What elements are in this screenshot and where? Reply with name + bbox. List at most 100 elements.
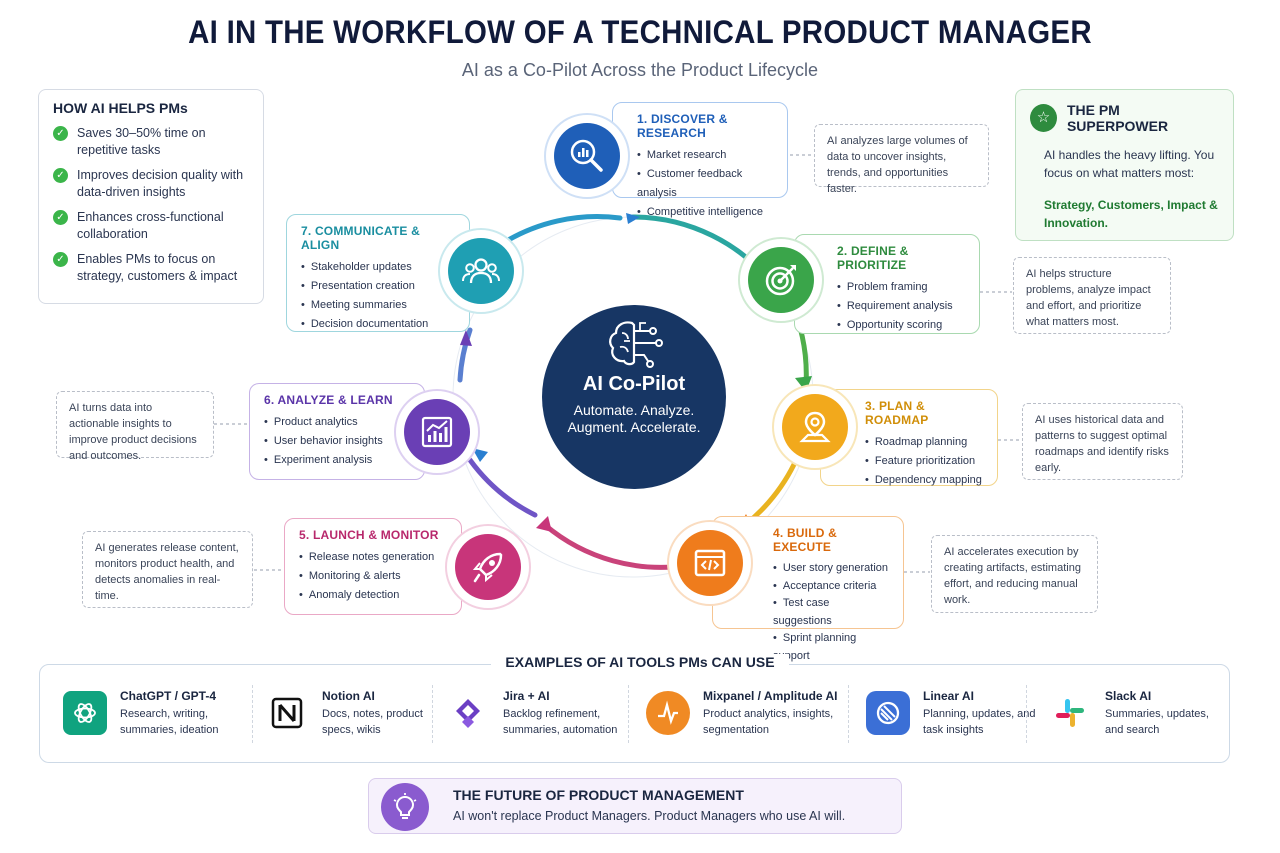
stage-note-plan: AI uses historical data and patterns to … — [1022, 403, 1183, 480]
stage-node-build — [667, 520, 753, 606]
stage-item: Roadmap planning — [865, 433, 983, 452]
stage-node-discover — [544, 113, 630, 199]
bar-chart-icon — [421, 416, 453, 448]
map-pin-icon — [799, 411, 831, 443]
stage-item: Monitoring & alerts — [299, 567, 447, 586]
check-icon: ✓ — [53, 126, 68, 141]
stage-node-define — [738, 237, 824, 323]
code-window-icon — [694, 549, 726, 577]
tool-mixpanel: Mixpanel / Amplitude AI Product analytics… — [646, 689, 856, 745]
check-icon: ✓ — [53, 168, 68, 183]
hub-tagline: Automate. Analyze. Augment. Accelerate. — [567, 402, 701, 435]
tool-name: Notion AI — [322, 689, 375, 703]
linear-logo-icon — [866, 691, 910, 735]
page-subtitle: AI as a Co-Pilot Across the Product Life… — [461, 60, 819, 80]
superpower-title: THE PM SUPERPOWER — [1066, 102, 1169, 134]
stage-title: 6. ANALYZE & LEARN — [264, 393, 393, 407]
help-item: ✓Enables PMs to focus on strategy, custo… — [53, 251, 249, 285]
slack-logo-icon — [1048, 691, 1092, 735]
stage-title: 3. PLAN & ROADMAP — [865, 399, 929, 427]
stage-item: Opportunity scoring — [837, 316, 965, 335]
stage-title: 4. BUILD & EXECUTE — [773, 526, 838, 554]
stage-node-plan — [772, 384, 858, 470]
stage-note-build: AI accelerates execution by creating art… — [931, 535, 1098, 613]
people-icon — [462, 258, 500, 284]
brain-circuit-icon — [609, 321, 663, 368]
stage-item: User behavior insights — [264, 432, 410, 451]
tool-name: Linear AI — [923, 689, 974, 703]
how-ai-helps-panel: HOW AI HELPS PMs ✓Saves 30–50% time on r… — [38, 89, 264, 304]
tool-jira: Jira + AI Backlog refinement, summaries, … — [446, 689, 636, 745]
stage-card-discover: 1. DISCOVER & RESEARCH Market research C… — [612, 102, 788, 218]
stage-item: Decision documentation — [301, 315, 455, 334]
stage-item: User story generation — [773, 560, 889, 578]
target-icon — [765, 265, 796, 296]
tool-linear: Linear AI Planning, updates, and task ins… — [866, 689, 1036, 745]
tool-desc: Backlog refinement, summaries, automatio… — [503, 708, 618, 736]
tool-desc: Research, writing, summaries, ideation — [120, 708, 219, 736]
check-icon: ✓ — [53, 252, 68, 267]
stage-title: 1. DISCOVER & RESEARCH — [637, 112, 728, 140]
stage-item: Product analytics — [264, 413, 410, 432]
stage-note-analyze: AI turns data into actionable insights t… — [56, 391, 214, 462]
rocket-icon — [472, 552, 503, 583]
help-item: ✓Improves decision quality with data-dri… — [53, 167, 249, 201]
stage-item: Acceptance criteria — [773, 578, 889, 596]
stage-item: Customer feedback analysis — [637, 165, 773, 203]
magnifier-chart-icon — [570, 139, 603, 172]
tools-title: EXAMPLES OF AI TOOLS PMs CAN USE — [0, 654, 1280, 670]
tool-name: Mixpanel / Amplitude AI — [703, 689, 838, 703]
stage-card-define: 2. DEFINE & PRIORITIZE Problem framing R… — [794, 234, 980, 334]
hub-title: AI Co-Pilot — [582, 373, 686, 395]
tool-desc: Planning, updates, and task insights — [923, 708, 1036, 736]
help-item: ✓Enhances cross-functional collaboration — [53, 209, 249, 243]
future-banner: THE FUTURE OF PRODUCT MANAGEMENT AI won'… — [368, 778, 902, 834]
stage-item: Requirement analysis — [837, 297, 965, 316]
stage-item: Release notes generation — [299, 548, 447, 567]
tool-name: ChatGPT / GPT-4 — [120, 689, 217, 703]
stage-node-communicate — [438, 228, 524, 314]
stage-note-launch: AI generates release content, monitors p… — [82, 531, 253, 608]
tool-name: Slack AI — [1105, 689, 1152, 703]
stage-item: Anomaly detection — [299, 586, 447, 605]
jira-logo-icon — [446, 691, 490, 735]
pm-superpower-panel: ☆ THE PM SUPERPOWER AI handles the heavy… — [1015, 89, 1234, 241]
lightbulb-icon — [381, 783, 429, 831]
superpower-highlight: Strategy, Customers, Impact & Innovation… — [1044, 198, 1218, 230]
tool-desc: Summaries, updates, and search — [1105, 708, 1209, 736]
how-ai-helps-title: HOW AI HELPS PMs — [53, 100, 188, 116]
page-title: AI IN THE WORKFLOW OF A TECHNICAL PRODUC… — [188, 14, 1092, 50]
ai-copilot-hub: AI Co-Pilot Automate. Analyze. Augment. … — [542, 305, 726, 489]
stage-item: Feature prioritization — [865, 452, 983, 471]
amplitude-logo-icon — [646, 691, 690, 735]
notion-logo-icon — [265, 691, 309, 735]
stage-item: Experiment analysis — [264, 451, 410, 470]
stage-item: Meeting summaries — [301, 296, 455, 315]
stage-title: 7. COMMUNICATE & ALIGN — [301, 224, 420, 252]
superpower-text: AI handles the heavy lifting. You focus … — [1044, 148, 1215, 180]
stage-note-discover: AI analyzes large volumes of data to unc… — [814, 124, 989, 195]
stage-note-define: AI helps structure problems, analyze imp… — [1013, 257, 1171, 334]
stage-item: Market research — [637, 146, 773, 165]
stage-item: Presentation creation — [301, 277, 455, 296]
tool-slack: Slack AI Summaries, updates, and search — [1048, 689, 1224, 745]
stage-title: 2. DEFINE & PRIORITIZE — [837, 244, 909, 272]
stage-item: Problem framing — [837, 278, 965, 297]
help-item: ✓Saves 30–50% time on repetitive tasks — [53, 125, 249, 159]
stage-item: Dependency mapping — [865, 471, 983, 490]
future-title: THE FUTURE OF PRODUCT MANAGEMENT — [453, 787, 744, 803]
stage-card-launch: 5. LAUNCH & MONITOR Release notes genera… — [284, 518, 462, 615]
stage-item: Stakeholder updates — [301, 258, 455, 277]
chatgpt-logo-icon — [63, 691, 107, 735]
tool-desc: Product analytics, insights, segmentatio… — [703, 708, 834, 736]
star-icon: ☆ — [1030, 104, 1057, 132]
stage-item: Competitive intelligence — [637, 203, 773, 222]
tool-name: Jira + AI — [503, 689, 550, 703]
stage-node-analyze — [394, 389, 480, 475]
future-text: AI won't replace Product Managers. Produ… — [453, 809, 846, 823]
stage-title: 5. LAUNCH & MONITOR — [299, 528, 439, 542]
stage-node-launch — [445, 524, 531, 610]
